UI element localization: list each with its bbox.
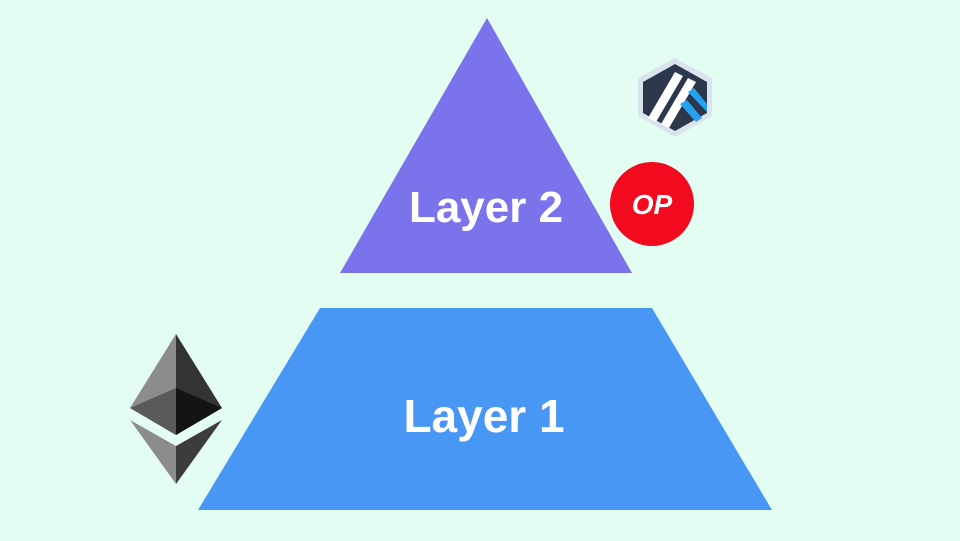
- optimism-logo-icon: OP: [610, 162, 694, 246]
- arbitrum-logo-icon: [638, 58, 712, 137]
- ethereum-logo-icon: [130, 334, 222, 484]
- layer2-block: Layer 2: [340, 18, 632, 273]
- layer1-block: Layer 1: [198, 308, 772, 510]
- optimism-logo-text: OP: [632, 189, 673, 220]
- layer2-triangle: [340, 18, 632, 273]
- layer1-label: Layer 1: [403, 390, 564, 442]
- layer2-label: Layer 2: [409, 183, 563, 232]
- layer1-trapezoid: [198, 308, 772, 510]
